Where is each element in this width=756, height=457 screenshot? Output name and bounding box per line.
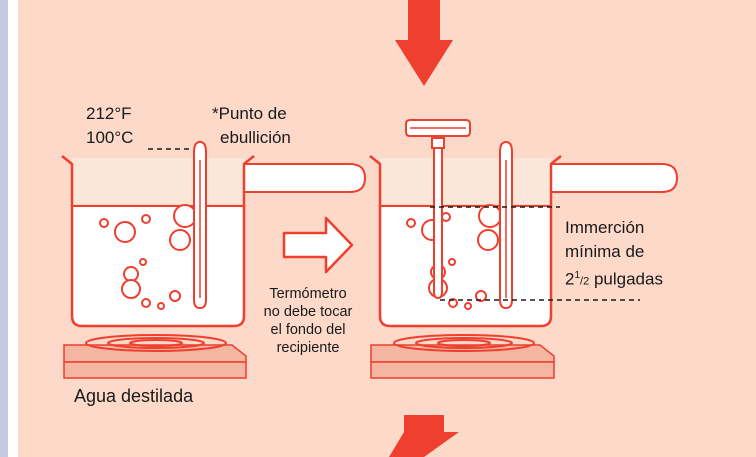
- thermometer-note-line: no debe tocar: [263, 304, 353, 320]
- down-arrow-top: [395, 0, 453, 86]
- boiling-point-label-line2: ebullición: [220, 128, 291, 147]
- immersion-unit: pulgadas: [589, 269, 663, 289]
- distilled-water-label: Agua destilada: [74, 386, 194, 406]
- thermometer-note: Termómetro no debe tocar el fondo del re…: [248, 285, 368, 357]
- right-arrow-middle: [282, 216, 354, 274]
- immersion-label-line2: mínima de: [565, 242, 645, 261]
- beaker-left: [61, 140, 367, 379]
- immersion-whole-number: 2: [565, 269, 575, 289]
- immersion-label-line1: Immerción: [565, 218, 645, 237]
- beaker-right: [369, 119, 679, 379]
- down-arrow-bottom: [389, 415, 459, 457]
- left-accent-bar: [0, 0, 8, 457]
- immersion-label-line3: 21/2 pulgadas: [565, 269, 663, 289]
- thermometer-note-line: el fondo del: [270, 322, 346, 338]
- thermometer-note-line: recipiente: [276, 340, 340, 356]
- thermometer-note-line: Termómetro: [269, 286, 347, 302]
- bubbles-left: [99, 204, 197, 310]
- immersion-fraction-denominator: 2: [583, 275, 590, 288]
- immersion-fraction-numerator: 1: [574, 270, 581, 281]
- temperature-celsius-label: 100°C: [86, 128, 134, 147]
- boiling-point-label-line1: *Punto de: [212, 104, 287, 123]
- temperature-fahrenheit-label: 212°F: [86, 104, 132, 123]
